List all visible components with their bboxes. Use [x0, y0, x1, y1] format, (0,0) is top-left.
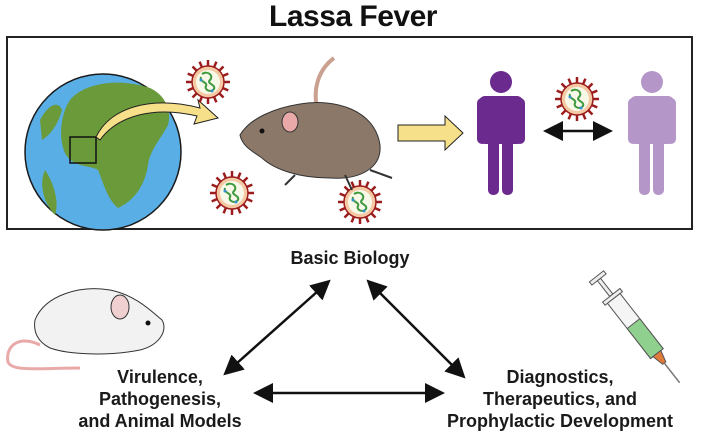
- node-label: Virulence,: [117, 367, 203, 387]
- node-label: and Animal Models: [78, 411, 242, 431]
- transmission-arrow: [397, 114, 464, 152]
- transmission-panel: [6, 36, 693, 230]
- node-label: Pathogenesis,: [98, 389, 222, 409]
- node-virulence: Virulence, Pathogenesis, and Animal Mode…: [50, 366, 270, 432]
- node-diagnostics: Diagnostics, Therapeutics, and Prophylac…: [420, 366, 700, 432]
- node-label: Prophylactic Development: [446, 411, 674, 431]
- syringe-icon: [588, 270, 681, 384]
- virus-icon: [336, 178, 384, 226]
- node-label: Basic Biology: [290, 248, 410, 268]
- virus-icon: [208, 169, 256, 217]
- lab-mouse-icon: [6, 288, 165, 371]
- globe-icon: [24, 73, 182, 231]
- arrow-biology-diagnostics: [366, 279, 466, 379]
- west-africa-box: [69, 136, 97, 164]
- infected-human-icon: [477, 71, 525, 195]
- node-label: Diagnostics,: [506, 367, 614, 387]
- rat-icon: [239, 56, 393, 191]
- node-label: Therapeutics, and: [482, 389, 638, 409]
- virus-icon: [184, 58, 232, 106]
- second-human-icon: [628, 71, 676, 195]
- virus-icon: [553, 75, 601, 123]
- curved-arrow: [95, 98, 220, 141]
- node-basic-biology: Basic Biology: [250, 247, 450, 269]
- diagram-title: Lassa Fever: [269, 0, 437, 33]
- arrow-biology-virulence: [223, 279, 331, 376]
